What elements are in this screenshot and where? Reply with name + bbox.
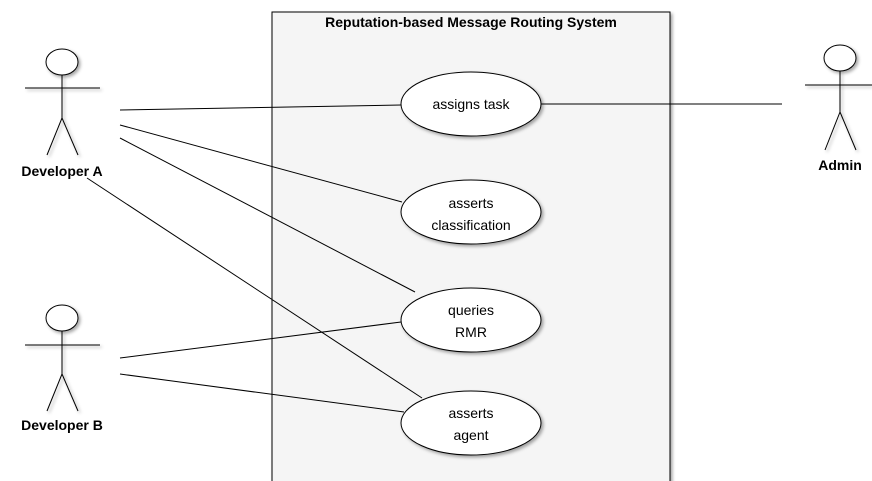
association-line-developer-b-asserts-agent <box>119 373 405 413</box>
actor-admin: Admin <box>805 44 872 173</box>
association-line-developer-a-asserts-agent <box>86 177 423 399</box>
association-line-developer-a-asserts-classification <box>119 124 403 203</box>
actor-label: Developer B <box>21 417 103 433</box>
use-case-ellipse <box>400 71 542 137</box>
use-case-asserts-classification: asserts classification <box>400 179 542 245</box>
system-title: Reputation-based Message Routing System <box>325 14 617 30</box>
use-case-label-line-2: agent <box>453 427 488 443</box>
actor-developer-a: Developer A <box>21 48 103 179</box>
use-case-label: assigns task <box>432 96 510 112</box>
stick-figure-icon <box>25 304 100 412</box>
actor-label: Admin <box>818 157 862 173</box>
use-case-label-line-2: RMR <box>455 324 487 340</box>
stick-figure-icon <box>805 44 872 151</box>
association-line-developer-a-queries-rmr <box>119 137 416 293</box>
use-case-label-line-1: asserts <box>448 195 493 211</box>
use-case-label-line-1: asserts <box>448 405 493 421</box>
use-case-label-line-2: classification <box>431 217 510 233</box>
use-case-queries-rmr: queries RMR <box>400 287 542 353</box>
association-line-developer-a-assigns-task <box>119 104 402 111</box>
stick-figure-icon <box>25 48 100 156</box>
use-case-ellipse <box>400 390 542 456</box>
use-case-label-line-1: queries <box>448 302 494 318</box>
association-line-developer-b-queries-rmr <box>119 321 402 359</box>
actor-label: Developer A <box>21 163 102 179</box>
use-case-asserts-agent: asserts agent <box>400 390 542 456</box>
use-case-ellipse <box>400 179 542 245</box>
actor-developer-b: Developer B <box>21 304 103 433</box>
use-case-assigns-task: assigns task <box>400 71 542 137</box>
associations <box>86 103 782 413</box>
use-case-ellipse <box>400 287 542 353</box>
